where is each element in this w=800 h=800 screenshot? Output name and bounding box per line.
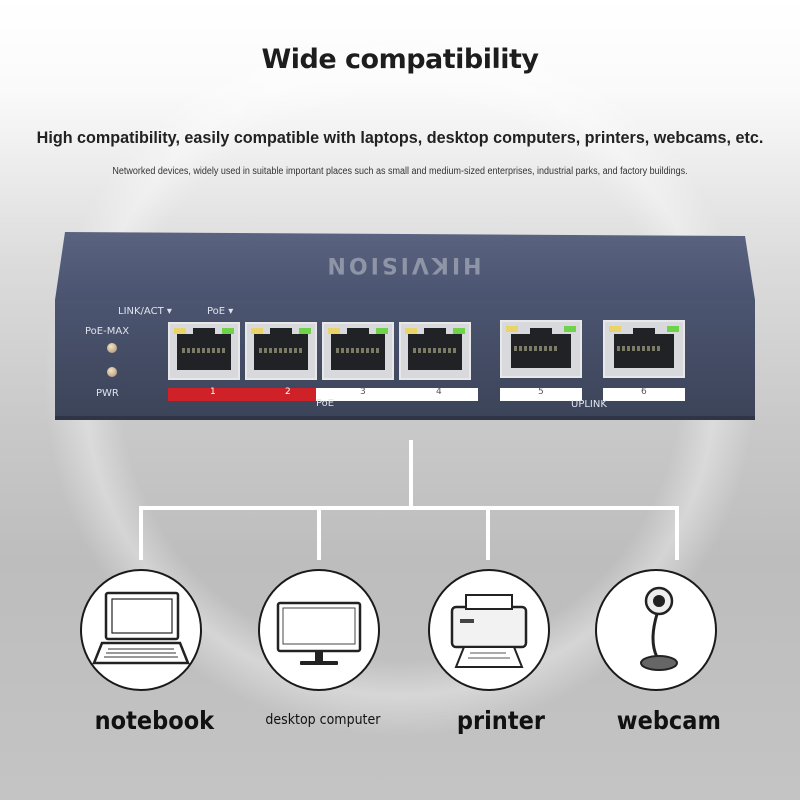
device-circle-desktop (258, 569, 380, 691)
webcam-icon (640, 586, 678, 671)
rj45-jack (614, 328, 674, 368)
device-label-notebook: notebook (94, 706, 215, 735)
uplink-bar (500, 388, 582, 401)
act-led (609, 326, 621, 332)
device-label-printer: printer (456, 706, 545, 735)
port-number: 4 (436, 387, 442, 397)
poe-port-bar (168, 388, 478, 401)
link-led (453, 328, 465, 334)
link-led (564, 326, 576, 332)
act-led (405, 328, 417, 334)
act-led (506, 326, 518, 332)
uplink-port-5[interactable] (500, 320, 582, 378)
page-subtitle: High compatibility, easily compatible wi… (36, 128, 764, 147)
device-label-webcam: webcam (616, 706, 721, 735)
monitor-icon (276, 601, 362, 665)
poe-port-3[interactable] (322, 322, 394, 380)
poe-port-2[interactable] (245, 322, 317, 380)
device-label-desktop: desktop computer (265, 712, 381, 728)
poe-port-1[interactable] (168, 322, 240, 380)
link-led (222, 328, 234, 334)
poe-max-led (107, 343, 117, 353)
device-circle-printer (428, 569, 550, 691)
act-led (328, 328, 340, 334)
port-number: 6 (641, 387, 647, 397)
device-circle-webcam (595, 569, 717, 691)
page-description: Networked devices, widely used in suitab… (112, 166, 688, 177)
drop-line (317, 506, 321, 560)
trunk-line (409, 440, 413, 510)
link-led (299, 328, 311, 334)
brand-logo: HIKVISION (324, 252, 482, 277)
act-led (174, 328, 186, 334)
port-number: 2 (285, 387, 291, 397)
device-circle-notebook (80, 569, 202, 691)
printer-icon (450, 594, 528, 668)
drop-line (675, 506, 679, 560)
uplink-port-6[interactable] (603, 320, 685, 378)
rj45-jack (511, 328, 571, 368)
poe-led-label: PoE ▾ (207, 306, 234, 317)
port-number: 5 (538, 387, 544, 397)
link-led (667, 326, 679, 332)
port-number: 1 (210, 387, 216, 397)
uplink-group-label: UPLINK (571, 399, 607, 410)
pwr-led (107, 367, 117, 377)
drop-line (486, 506, 490, 560)
poe-max-label: PoE-MAX (85, 326, 130, 337)
branch-line (139, 506, 679, 510)
act-led (251, 328, 263, 334)
drop-line (139, 506, 143, 560)
link-led (376, 328, 388, 334)
page-title: Wide compatibility (261, 44, 539, 75)
laptop-icon (92, 591, 190, 665)
pwr-label: PWR (96, 388, 119, 399)
link-act-label: LINK/ACT ▾ (118, 306, 172, 317)
poe-port-4[interactable] (399, 322, 471, 380)
poe-group-label: PoE (316, 398, 335, 409)
port-number: 3 (360, 387, 366, 397)
uplink-bar (603, 388, 685, 401)
